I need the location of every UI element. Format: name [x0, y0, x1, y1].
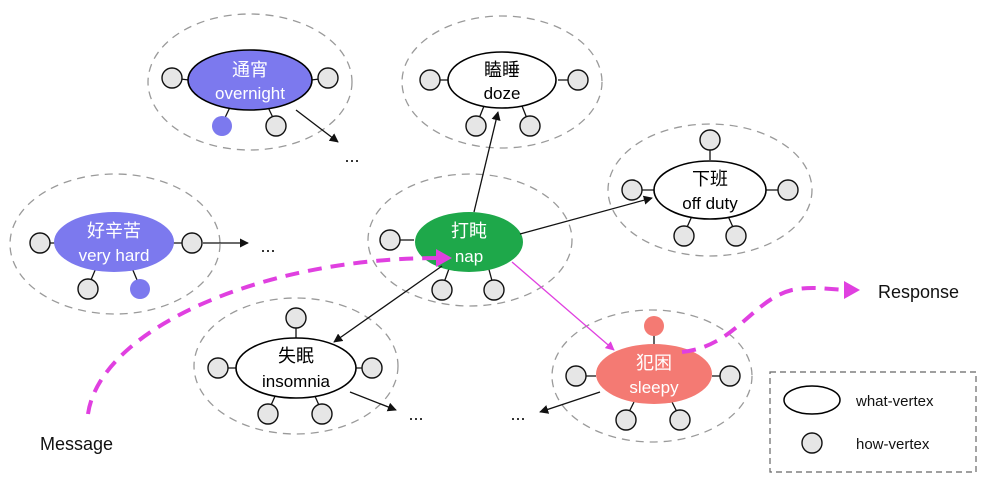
cluster-nap: 打盹 nap — [367, 173, 573, 307]
how-vertex — [181, 232, 203, 254]
node-label-cn: 好辛苦 — [87, 221, 141, 241]
what-vertex-overnight — [187, 49, 313, 111]
cluster-boundary — [367, 173, 573, 307]
how-vertex — [207, 357, 229, 379]
cluster-boundary — [193, 297, 399, 435]
how-vertex — [621, 179, 643, 201]
node-label-cn: 犯困 — [636, 353, 672, 373]
ellipsis: ... — [510, 404, 525, 424]
message-path-arrowhead — [436, 249, 452, 267]
cluster-boundary — [551, 309, 753, 443]
node-label-en: doze — [484, 84, 521, 103]
edge-arrow — [539, 391, 601, 414]
cluster-boundary — [9, 173, 221, 315]
edge-arrow — [295, 109, 339, 143]
how-vertex — [615, 409, 637, 431]
how-vertex — [567, 69, 589, 91]
edge-nap-to-sleepy — [511, 261, 615, 351]
what-vertex-off-duty — [653, 160, 767, 220]
cluster-doze: 瞌睡 doze — [401, 15, 603, 149]
how-vertex — [77, 278, 99, 300]
cluster-overnight: 通宵 overnight — [147, 13, 353, 151]
cluster-very-hard: 好辛苦 very hard — [9, 173, 221, 315]
node-label-en: nap — [455, 247, 483, 266]
what-vertex-sleepy — [596, 344, 712, 404]
node-label-cn: 瞌睡 — [484, 60, 520, 80]
node-label-en: overnight — [215, 84, 285, 103]
node-label-en: sleepy — [629, 378, 679, 397]
ellipsis: ... — [344, 146, 359, 166]
node-label-cn: 通宵 — [232, 60, 268, 80]
how-vertex — [725, 225, 747, 247]
how-vertex — [465, 115, 487, 137]
how-vertex — [29, 232, 51, 254]
edge-nap-to-off-duty — [519, 195, 653, 235]
legend-what-vertex-symbol — [783, 385, 841, 415]
what-vertex-doze — [447, 51, 557, 109]
node-label-en: off duty — [682, 194, 738, 213]
how-vertex — [317, 67, 339, 89]
how-vertex — [161, 67, 183, 89]
cluster-insomnia: 失眠 insomnia — [193, 297, 399, 435]
node-label-cn: 失眠 — [278, 346, 314, 366]
response-path-arrowhead — [844, 281, 860, 299]
node-label-en: very hard — [79, 246, 150, 265]
how-vertex — [311, 403, 333, 425]
cluster-boundary — [401, 15, 603, 149]
how-vertex — [699, 129, 721, 151]
how-vertex — [519, 115, 541, 137]
how-vertex-highlighted — [212, 116, 232, 136]
node-label-en: insomnia — [262, 372, 331, 391]
legend-how-vertex-symbol — [801, 432, 823, 454]
how-vertex — [379, 229, 401, 251]
how-vertex-highlighted — [130, 279, 150, 299]
what-vertex-insomnia — [235, 337, 357, 399]
how-vertex — [777, 179, 799, 201]
response-path — [681, 285, 847, 354]
message-label: Message — [40, 434, 113, 454]
node-label-cn: 打盹 — [451, 221, 487, 241]
ellipsis: ... — [408, 404, 423, 424]
how-vertex — [285, 307, 307, 329]
how-vertex — [565, 365, 587, 387]
edge-nap-to-doze — [473, 111, 501, 213]
cluster-boundary — [607, 123, 813, 257]
edge-arrow — [349, 391, 397, 412]
what-vertex-very-hard — [54, 212, 174, 272]
message-path — [86, 256, 439, 415]
cluster-boundary — [147, 13, 353, 151]
node-label-cn: 下班 — [692, 169, 728, 189]
how-vertex — [431, 279, 453, 301]
how-vertex — [419, 69, 441, 91]
ellipsis: ... — [260, 236, 275, 256]
legend-what-vertex-label: what-vertex — [855, 393, 934, 410]
how-vertex — [483, 279, 505, 301]
response-label: Response — [878, 282, 959, 302]
cluster-off-duty: 下班 off duty — [607, 123, 813, 257]
how-vertex — [719, 365, 741, 387]
how-vertex — [673, 225, 695, 247]
edge-nap-to-insomnia — [333, 265, 443, 343]
cluster-sleepy: 犯困 sleepy — [551, 309, 753, 443]
legend-how-vertex-label: how-vertex — [856, 436, 930, 453]
legend: what-vertex how-vertex — [769, 371, 977, 473]
how-vertex — [669, 409, 691, 431]
how-vertex — [257, 403, 279, 425]
how-vertex — [265, 115, 287, 137]
how-vertex-highlighted — [644, 316, 664, 336]
how-vertex — [361, 357, 383, 379]
